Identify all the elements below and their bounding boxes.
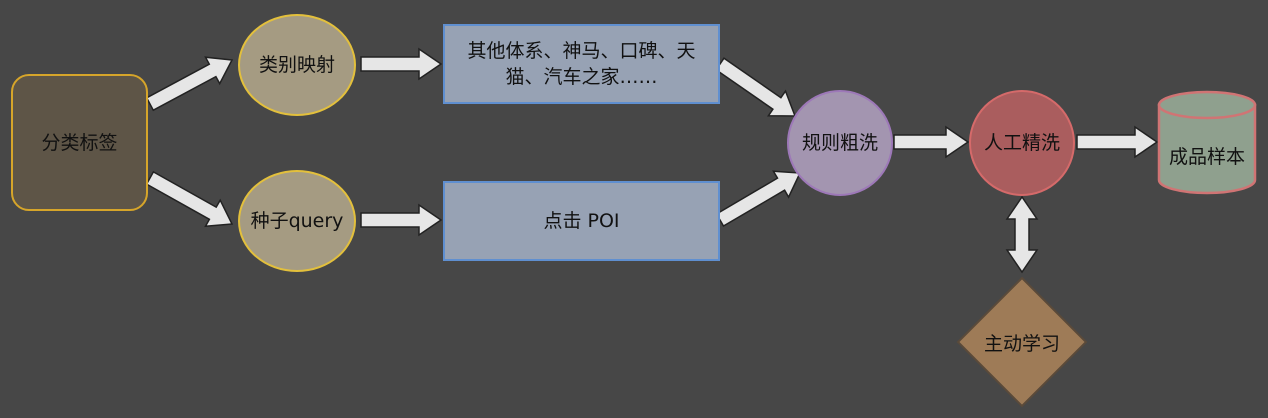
arrow-rough-to-manual: [893, 125, 970, 159]
arrow-manual-to-samples: [1076, 125, 1159, 159]
seed-query-node: 种子query: [238, 170, 356, 272]
arrow-systems-to-rough: [714, 57, 797, 117]
arrow-manual-active-bidirectional: [1005, 195, 1039, 274]
category-mapping-node: 类别映射: [238, 14, 356, 116]
arrow-seed-to-poi: [360, 203, 443, 237]
manual-fine-wash-node: 人工精洗: [969, 90, 1075, 196]
other-systems-text: 其他体系、神马、口碑、天猫、汽车之家……: [467, 40, 696, 88]
other-systems-node: 其他体系、神马、口碑、天猫、汽车之家……: [443, 24, 720, 104]
rule-rough-wash-node: 规则粗洗: [787, 90, 893, 196]
click-poi-node: 点击 POI: [443, 181, 720, 261]
click-poi-text: 点击 POI: [543, 210, 620, 232]
arrow-group: [145, 47, 1159, 274]
rule-rough-wash-text: 规则粗洗: [801, 132, 878, 154]
category-label-node: 分类标签: [11, 74, 148, 211]
finished-samples-label: 成品样本: [1159, 118, 1255, 193]
arrow-category-to-mapping: [145, 56, 234, 112]
category-label-text: 分类标签: [41, 131, 118, 154]
active-learning-diamond: [956, 276, 1088, 408]
arrow-poi-to-rough: [715, 170, 802, 228]
active-learning-label: 主动学习: [958, 278, 1086, 406]
category-mapping-text: 类别映射: [258, 54, 335, 76]
finished-samples-text: 成品样本: [1168, 146, 1245, 168]
finished-samples-cylinder: [1157, 90, 1257, 195]
seed-query-text: 种子query: [250, 210, 344, 232]
arrow-category-to-seed: [145, 170, 234, 228]
active-learning-text: 主动学习: [983, 332, 1060, 355]
manual-fine-wash-text: 人工精洗: [983, 132, 1060, 154]
arrow-mapping-to-systems: [360, 47, 443, 81]
